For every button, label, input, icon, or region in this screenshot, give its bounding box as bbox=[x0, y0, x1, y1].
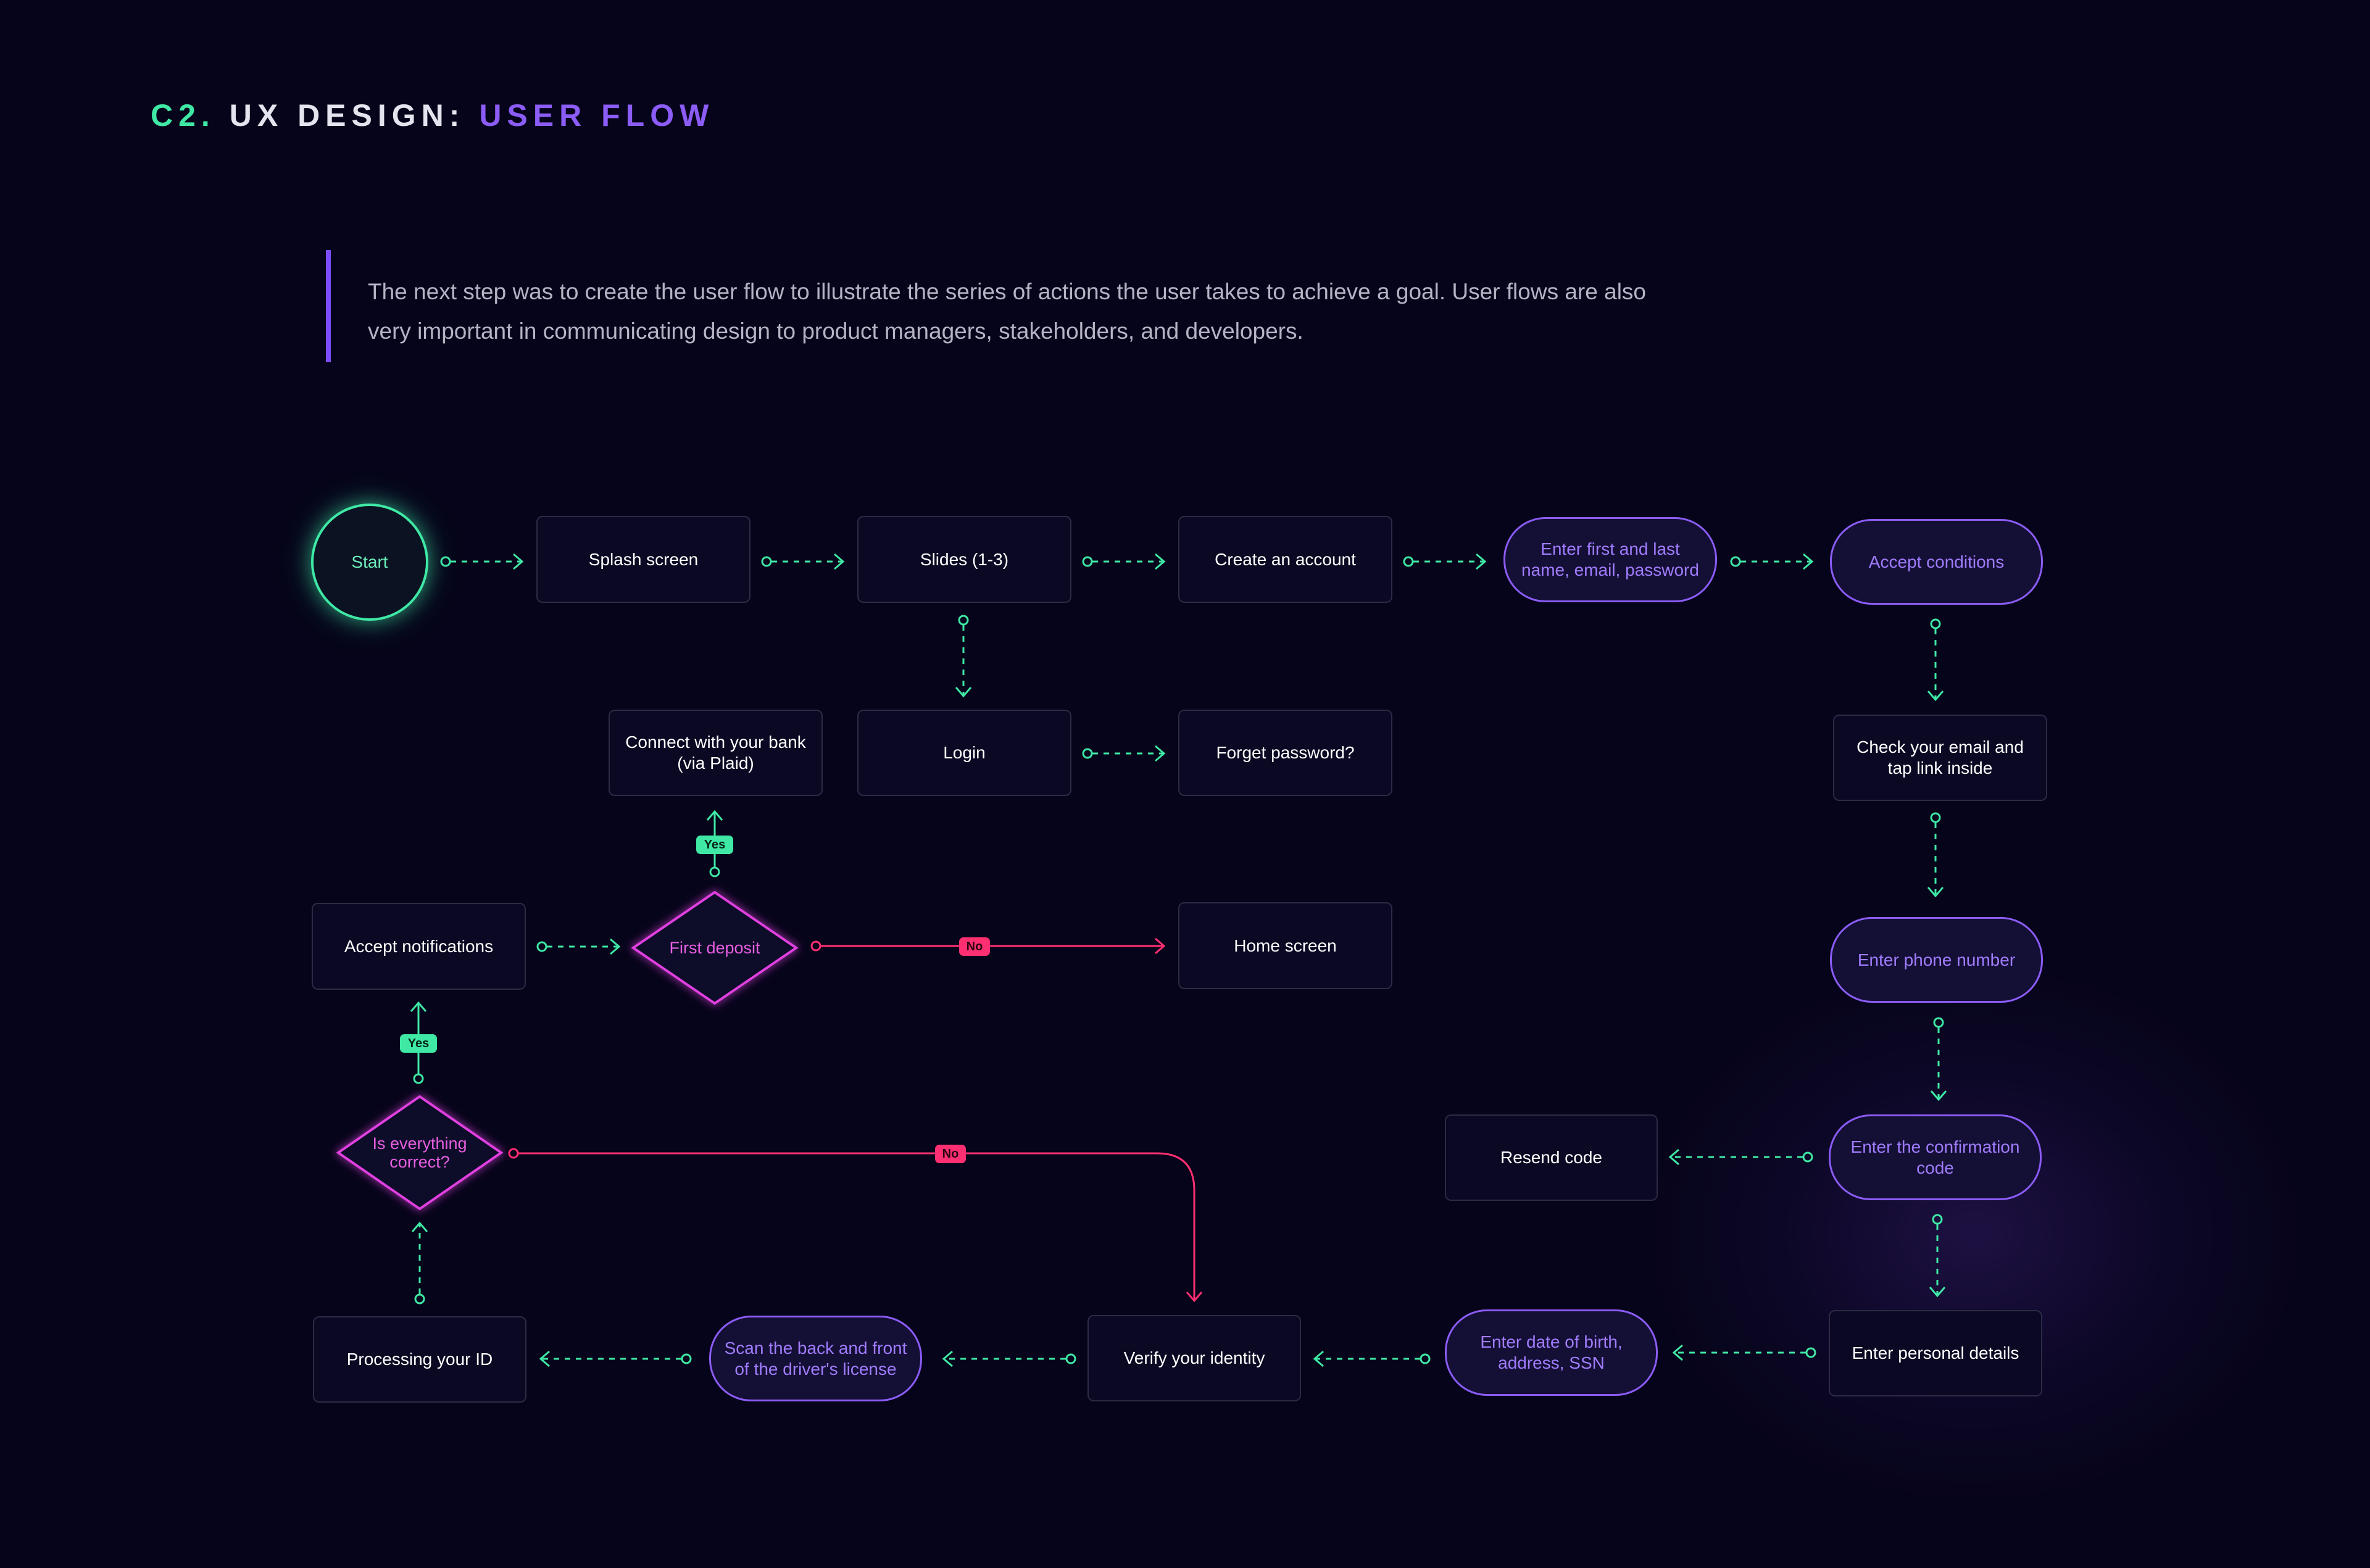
title-main: UX DESIGN: bbox=[229, 98, 465, 133]
enter-dob-node: Enter date of birth, address, SSN bbox=[1445, 1309, 1658, 1396]
home-screen-node: Home screen bbox=[1178, 902, 1392, 989]
enter-phone-label: Enter phone number bbox=[1857, 950, 2016, 969]
login-node: Login bbox=[857, 710, 1071, 796]
arrow-splash-to-slides bbox=[761, 553, 845, 570]
accept-notifications-label: Accept notifications bbox=[344, 936, 494, 956]
arrow-processing-id-to-everything-correct bbox=[411, 1221, 428, 1305]
home-screen-label: Home screen bbox=[1234, 935, 1337, 955]
arrow-enter-personal-to-enter-dob bbox=[1672, 1344, 1816, 1361]
scan-license-label: Scan the back and front of the driver's … bbox=[724, 1338, 907, 1379]
splash-screen-label: Splash screen bbox=[588, 549, 699, 569]
accept-conditions-label: Accept conditions bbox=[1868, 552, 2005, 571]
arrow-enter-code-to-enter-personal bbox=[1929, 1214, 1946, 1298]
resend-code-label: Resend code bbox=[1500, 1148, 1602, 1167]
arrow-verify-identity-to-scan-license bbox=[942, 1350, 1076, 1367]
arrow-slides-to-login bbox=[955, 615, 972, 698]
page-title: C2. UX DESIGN: USER FLOW bbox=[151, 97, 714, 133]
title-accent: USER FLOW bbox=[479, 98, 715, 133]
splash-screen-node: Splash screen bbox=[536, 516, 750, 603]
arrow-slides-to-create-account bbox=[1082, 553, 1166, 570]
arrow-accept-notifications-to-first-deposit bbox=[536, 938, 621, 955]
arrow-check-email-to-enter-phone bbox=[1927, 812, 1944, 898]
start-node: Start bbox=[311, 504, 428, 621]
scan-license-node: Scan the back and front of the driver's … bbox=[709, 1316, 922, 1401]
slides-label: Slides (1-3) bbox=[920, 549, 1009, 569]
arrow-accept-conditions-to-check-email bbox=[1927, 618, 1944, 702]
arrow-create-account-to-enter-name bbox=[1403, 553, 1487, 570]
yes-badge-everything-correct: Yes bbox=[400, 1034, 437, 1053]
enter-name-label: Enter first and last name, email, passwo… bbox=[1521, 539, 1699, 579]
processing-id-label: Processing your ID bbox=[346, 1350, 493, 1369]
title-prefix: C2. bbox=[151, 98, 215, 133]
no-badge-everything-correct: No bbox=[935, 1145, 966, 1163]
check-email-node: Check your email and tap link inside bbox=[1833, 715, 2047, 801]
enter-code-node: Enter the confirmation code bbox=[1829, 1114, 2042, 1200]
create-account-node: Create an account bbox=[1178, 516, 1392, 603]
arrow-start-to-splash bbox=[440, 553, 524, 570]
arrow-first-deposit-no-to-home-screen bbox=[810, 937, 1166, 955]
decision-first-deposit-shape bbox=[631, 890, 799, 1005]
enter-personal-node: Enter personal details bbox=[1829, 1310, 2042, 1396]
first-deposit-label: First deposit bbox=[669, 939, 760, 957]
no-badge-first-deposit: No bbox=[959, 937, 990, 956]
arrow-everything-correct-no-to-verify-identity bbox=[508, 1148, 1203, 1303]
verify-identity-label: Verify your identity bbox=[1123, 1348, 1265, 1367]
connect-bank-node: Connect with your bank (via Plaid) bbox=[609, 710, 823, 796]
intro-text: The next step was to create the user flo… bbox=[368, 279, 1646, 344]
verify-identity-node: Verify your identity bbox=[1087, 1315, 1301, 1401]
enter-dob-label: Enter date of birth, address, SSN bbox=[1480, 1332, 1623, 1372]
decision-everything-correct-shape bbox=[336, 1095, 504, 1211]
arrow-login-to-forget-password bbox=[1082, 745, 1166, 762]
enter-code-label: Enter the confirmation code bbox=[1850, 1137, 2020, 1177]
create-account-label: Create an account bbox=[1215, 549, 1356, 569]
forget-password-node: Forget password? bbox=[1178, 710, 1392, 796]
accept-conditions-node: Accept conditions bbox=[1830, 519, 2043, 605]
arrow-scan-license-to-processing-id bbox=[539, 1350, 692, 1367]
connect-bank-label: Connect with your bank (via Plaid) bbox=[625, 732, 806, 773]
enter-name-node: Enter first and last name, email, passwo… bbox=[1503, 517, 1717, 602]
yes-badge-first-deposit: Yes bbox=[696, 836, 733, 854]
enter-personal-label: Enter personal details bbox=[1852, 1343, 2019, 1363]
accept-notifications-node: Accept notifications bbox=[312, 903, 526, 990]
processing-id-node: Processing your ID bbox=[313, 1316, 526, 1403]
resend-code-node: Resend code bbox=[1445, 1114, 1658, 1201]
forget-password-label: Forget password? bbox=[1216, 743, 1355, 762]
arrow-enter-name-to-accept-conditions bbox=[1730, 553, 1814, 570]
slides-node: Slides (1-3) bbox=[857, 516, 1071, 603]
start-label: Start bbox=[351, 552, 388, 571]
intro-quote: The next step was to create the user flo… bbox=[326, 250, 1664, 362]
login-label: Login bbox=[943, 743, 986, 762]
arrow-enter-dob-to-verify-identity bbox=[1313, 1350, 1431, 1367]
arrow-enter-phone-to-enter-code bbox=[1930, 1017, 1947, 1101]
arrow-enter-code-to-resend-code bbox=[1668, 1148, 1813, 1166]
enter-phone-node: Enter phone number bbox=[1830, 917, 2043, 1003]
everything-correct-label: Is everything correct? bbox=[372, 1134, 467, 1171]
check-email-label: Check your email and tap link inside bbox=[1856, 737, 2024, 778]
